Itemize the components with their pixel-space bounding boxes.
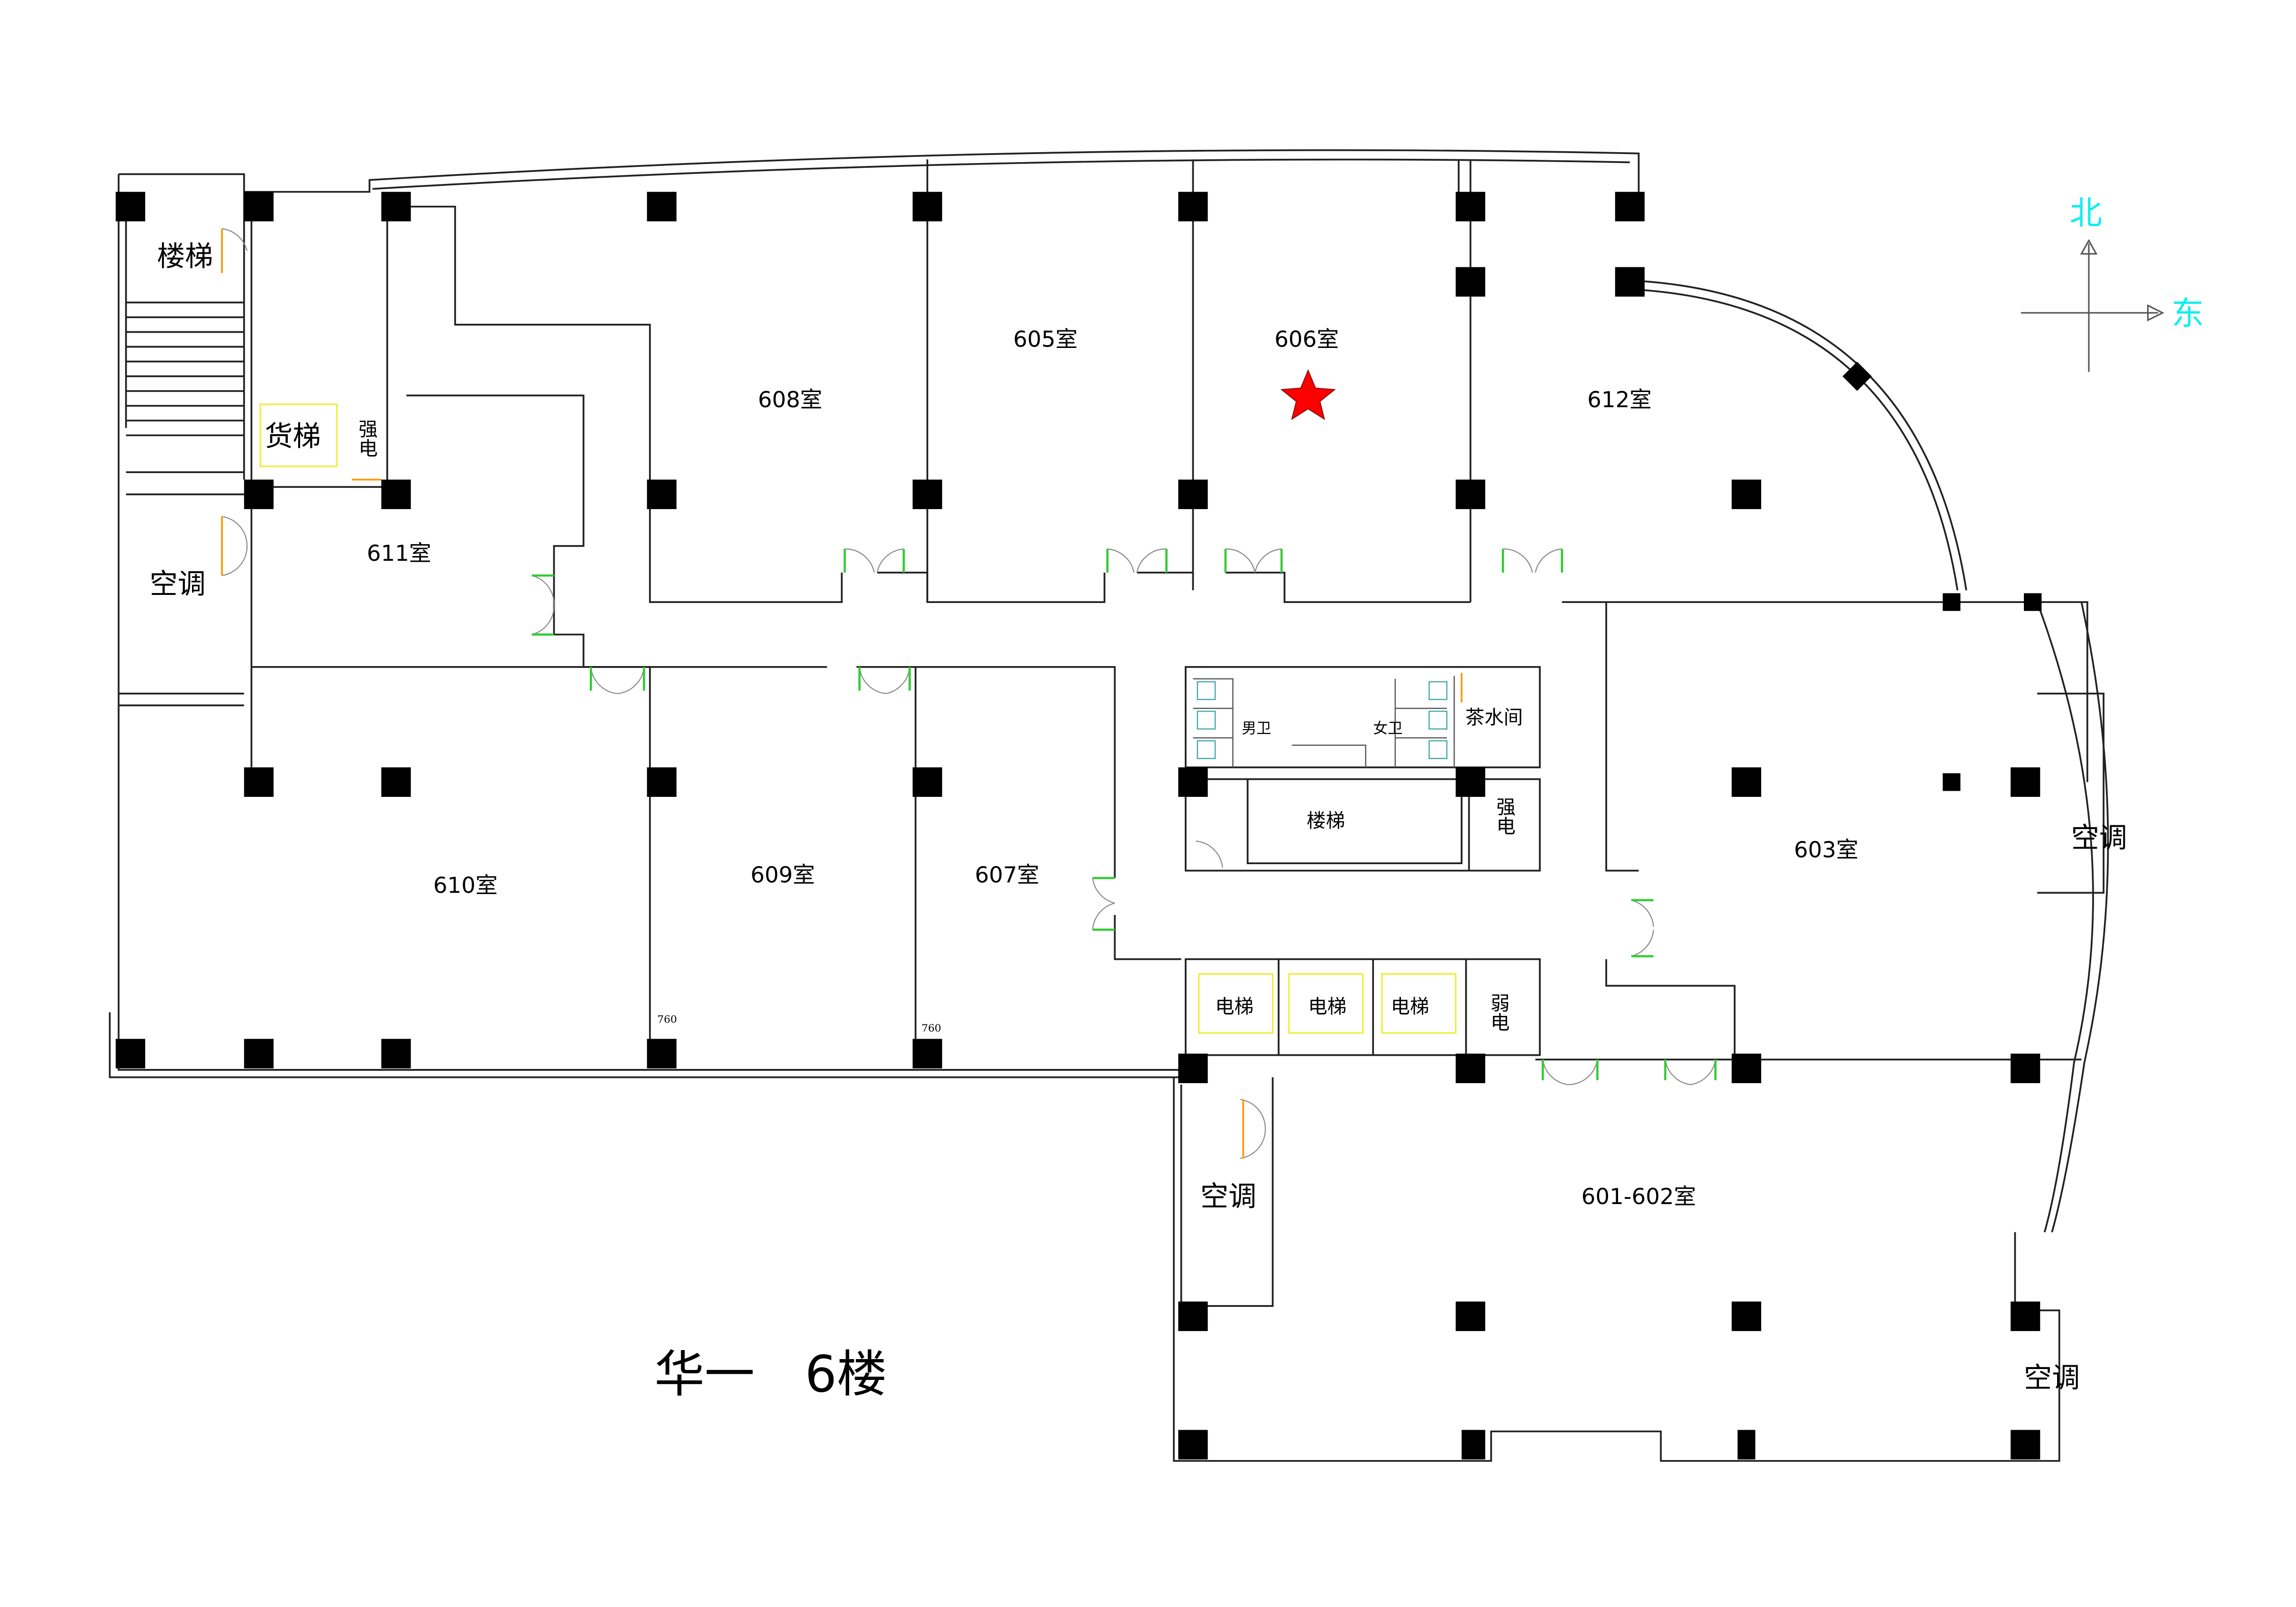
compass-north-label: 北 xyxy=(2070,194,2102,232)
room-label-611: 611室 xyxy=(367,541,431,566)
floor-title: 华一 6楼 xyxy=(654,1345,887,1404)
room-label-lift-1: 电梯 xyxy=(1215,995,1253,1018)
star-icon xyxy=(1280,369,1336,420)
room-label-stair-core: 楼梯 xyxy=(1307,809,1345,832)
compass-east-label: 东 xyxy=(2171,295,2204,333)
room-label-ac-south: 空调 xyxy=(1200,1180,1256,1213)
dimension-label: 760 xyxy=(922,1023,942,1034)
compass-arrows-icon xyxy=(2021,239,2165,372)
room-label-610: 610室 xyxy=(433,873,498,898)
room-label-ac-southeast: 空调 xyxy=(2024,1361,2080,1394)
doors xyxy=(221,228,1717,1159)
room-label-stair-west: 楼梯 xyxy=(157,240,213,273)
room-label-ac-west: 空调 xyxy=(150,567,206,600)
room-label-electric-nw: 强电 xyxy=(355,419,378,457)
room-labels: 楼梯 货梯 强电 611室 空调 608室 605室 606室 612室 610… xyxy=(150,240,2127,1394)
room-label-601-602: 601-602室 xyxy=(1582,1184,1696,1210)
room-label-603: 603室 xyxy=(1794,838,1858,863)
room-label-weak-electric: 弱电 xyxy=(1487,993,1510,1032)
room-label-612: 612室 xyxy=(1587,387,1652,413)
room-label-606: 606室 xyxy=(1274,327,1339,353)
room-label-605: 605室 xyxy=(1013,327,1078,353)
room-label-electric-core: 强电 xyxy=(1493,797,1516,835)
walls xyxy=(109,149,2109,1462)
room-label-tea-room: 茶水间 xyxy=(1465,706,1523,729)
compass: 北 东 xyxy=(2021,194,2204,372)
room-label-609: 609室 xyxy=(750,863,815,888)
room-label-lift-3: 电梯 xyxy=(1391,995,1429,1018)
core xyxy=(259,403,1541,1056)
room-label-607: 607室 xyxy=(975,863,1039,888)
columns xyxy=(115,192,2042,1460)
room-label-womens-wc: 女卫 xyxy=(1373,720,1402,737)
room-label-608: 608室 xyxy=(758,387,823,413)
room-label-lift-2: 电梯 xyxy=(1308,995,1346,1018)
room-label-freight-lift: 货梯 xyxy=(265,420,320,453)
dimension-label: 760 xyxy=(657,1014,677,1025)
room-label-ac-east: 空调 xyxy=(2071,821,2127,854)
room-label-mens-wc: 男卫 xyxy=(1242,720,1271,737)
